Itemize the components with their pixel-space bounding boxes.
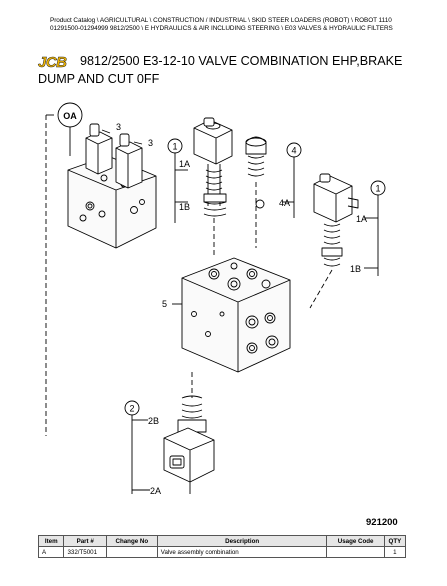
solenoid-valve-right <box>309 173 386 309</box>
col-qty: QTY <box>383 535 407 547</box>
jcb-logo: JCB <box>38 54 67 72</box>
label-1a-right: 1A <box>356 214 367 224</box>
page-title: 9812/2500 E3-12-10 VALVE COMBINATION EHP… <box>80 54 403 68</box>
col-description: Description <box>156 535 328 547</box>
cell-item: A <box>37 546 65 558</box>
callout-3-lower: 3 <box>148 138 153 148</box>
callout-3-upper: 3 <box>116 122 121 132</box>
cell-part-number: 332/T5001 <box>63 546 107 558</box>
callout-oa: OA <box>63 111 77 121</box>
catalog-breadcrumb-sub: 01291500-01294999 9812/2500 \ E HYDRAULI… <box>50 25 393 32</box>
parts-table: Item Part # Change No Description Usage … <box>37 535 407 558</box>
label-1a-left: 1A <box>179 159 190 169</box>
callout-2: 2 <box>129 404 134 414</box>
cartridge-plug-4 <box>245 136 302 248</box>
label-1b-right: 1B <box>350 264 361 274</box>
cell-qty: 1 <box>383 546 407 558</box>
callout-1-left: 1 <box>172 142 177 152</box>
detail-oa-valve-block <box>45 102 157 436</box>
parts-table-header: Item Part # Change No Description Usage … <box>37 535 407 547</box>
cell-change-no <box>105 546 158 558</box>
page-title-line2: DUMP AND CUT 0FF <box>38 72 160 86</box>
catalog-breadcrumb: Product Catalog \ AGRICULTURAL \ CONSTRU… <box>50 17 392 24</box>
col-item: Item <box>37 535 65 547</box>
callout-4: 4 <box>291 146 296 156</box>
label-4a: 4A <box>279 198 290 208</box>
col-change-no: Change No <box>105 535 158 547</box>
solenoid-valve-2 <box>124 372 215 494</box>
label-2a: 2A <box>150 486 161 496</box>
label-2b: 2B <box>148 416 159 426</box>
table-row: A 332/T5001 Valve assembly combination 1 <box>37 546 407 558</box>
col-usage-code: Usage Code <box>326 535 385 547</box>
col-part-number: Part # <box>63 535 107 547</box>
callout-5: 5 <box>162 299 167 309</box>
solenoid-valve-left <box>167 117 233 258</box>
label-1b-left: 1B <box>179 202 190 212</box>
cell-description: Valve assembly combination <box>156 546 328 558</box>
figure-number: 921200 <box>366 517 398 528</box>
main-valve-block-5 <box>172 257 291 373</box>
cell-usage-code <box>326 546 385 558</box>
callout-1-right: 1 <box>375 184 380 194</box>
exploded-parts-diagram: OA 1 1 4 2 3 3 5 1A 1B 1A 1B 4A 2B 2A <box>45 102 386 496</box>
